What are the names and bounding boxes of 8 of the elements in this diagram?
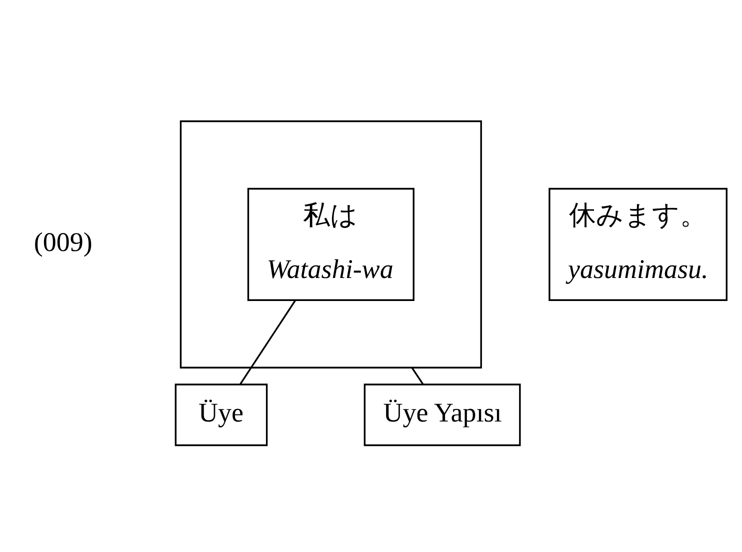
cluster <box>180 120 482 368</box>
node-box: 休みます。 yasumimasu. <box>548 187 728 300</box>
node-box: Üye <box>174 383 268 446</box>
connector <box>411 366 424 384</box>
node-box: 私は Watashi-wa <box>247 187 414 300</box>
connector <box>239 299 296 384</box>
label: (009) <box>34 226 92 256</box>
node-box: Üye Yapısı <box>364 383 521 446</box>
